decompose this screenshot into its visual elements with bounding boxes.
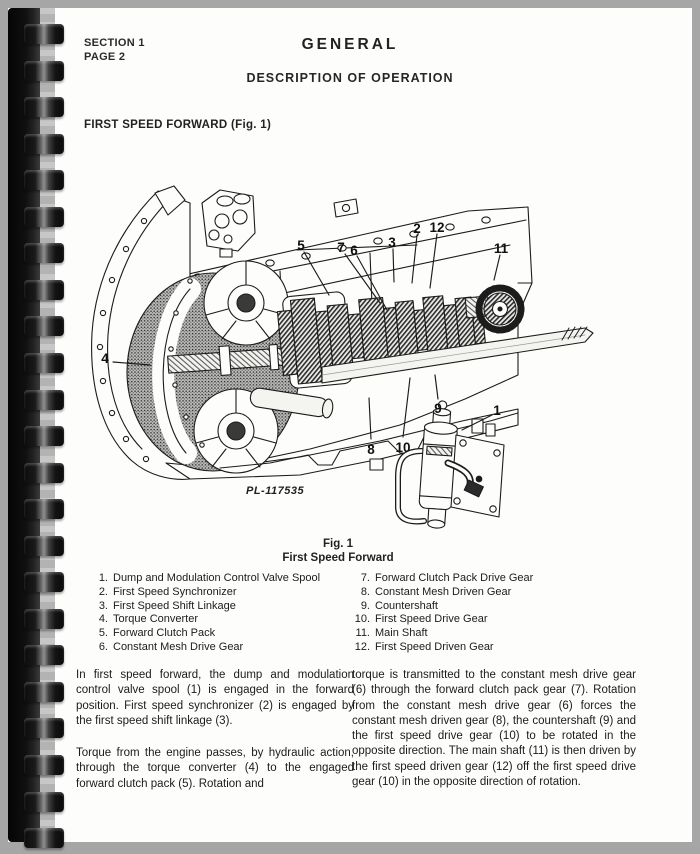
binding-tooth (24, 755, 64, 775)
binding-tooth (24, 462, 64, 483)
figure-caption-title: First Speed Forward (282, 552, 394, 564)
binding-tooth (24, 828, 64, 849)
figure-caption-number: Fig. 1 (322, 538, 354, 550)
callout-9: 9 (434, 401, 442, 416)
binding-tooth (24, 535, 64, 556)
legend-num: 10. (354, 613, 370, 626)
callout-8: 8 (367, 442, 375, 457)
legend-label: Forward Clutch Pack (113, 627, 216, 640)
callout-1: 1 (493, 403, 501, 418)
legend-num: 12. (354, 640, 370, 653)
legend-num: 3. (98, 599, 108, 612)
binding-tooth (24, 206, 64, 227)
callout-10: 10 (395, 440, 410, 455)
binding-tooth (24, 572, 64, 593)
callout-5: 5 (297, 238, 305, 253)
binding-tooth (24, 170, 64, 191)
callout-3: 3 (388, 235, 396, 250)
legend-num: 9. (360, 599, 370, 612)
legend-num: 8. (360, 585, 370, 598)
binding-tooth (24, 24, 64, 44)
legend-item: 11. Main Shaft (346, 627, 626, 641)
legend-item: 1. Dump and Modulation Control Valve Spoo… (84, 572, 344, 586)
legend-label: First Speed Driven Gear (375, 640, 494, 653)
legend-num: 2. (98, 585, 108, 598)
legend-item: 6. Constant Mesh Drive Gear (84, 641, 344, 655)
legend-item: 4. Torque Converter (84, 613, 344, 627)
binding-tooth (24, 389, 64, 410)
binding-tooth (24, 608, 64, 629)
legend-label: Torque Converter (113, 613, 198, 626)
legend-label: First Speed Synchronizer (113, 585, 237, 598)
legend-item: 2. First Speed Synchronizer (84, 586, 344, 600)
legend-num: 11. (355, 627, 370, 640)
legend-item: 12. First Speed Driven Gear (346, 641, 626, 655)
binding-tooth (24, 499, 64, 520)
legend-right-column: 7. Forward Clutch Pack Drive Gear 8. Const… (346, 572, 626, 655)
page-subtitle: DESCRIPTION OF OPERATION (246, 71, 454, 85)
binding-tooth (24, 681, 64, 702)
legend-item: 7. Forward Clutch Pack Drive Gear (346, 572, 626, 586)
binding-tooth (24, 316, 64, 337)
legend-num: 6. (98, 640, 108, 653)
legend-num: 1. (98, 572, 108, 584)
binding-tooth (24, 645, 64, 666)
topic-heading: FIRST SPEED FORWARD (Fig. 1) (84, 119, 272, 131)
legend-label: Main Shaft (375, 627, 428, 640)
transmission-cutaway-figure: 1 2 3 4 5 6 7 8 9 10 11 12 PL-117535 (91, 185, 594, 529)
legend-item: 5. Forward Clutch Pack (84, 627, 344, 641)
binding-tooth (24, 243, 64, 264)
binding-tooth (24, 791, 64, 812)
callout-7: 7 (337, 240, 345, 255)
page-label: PAGE 2 (84, 51, 126, 63)
binding-tooth (24, 60, 64, 81)
binding-tooth (24, 352, 64, 373)
page-title: GENERAL (301, 36, 399, 53)
body-text-right-column: torque is transmitted to the constant me… (352, 668, 636, 790)
callout-6: 6 (350, 243, 358, 258)
legend-label: First Speed Shift Linkage (113, 599, 236, 612)
binding-tooth (24, 97, 64, 118)
binding-tooth (24, 133, 64, 154)
legend-label: Constant Mesh Driven Gear (375, 585, 512, 598)
paragraph: Torque from the engine passes, by hydrau… (76, 747, 354, 790)
legend-item: 10. First Speed Drive Gear (346, 613, 626, 627)
legend-label: Countershaft (375, 599, 438, 612)
callout-2: 2 (413, 221, 421, 236)
paragraph: torque is transmitted to the constant me… (352, 669, 636, 789)
paragraph: In first speed forward, the dump and mod… (76, 669, 354, 727)
legend-item: 9. Countershaft (346, 600, 626, 614)
body-text-left-column: In first speed forward, the dump and mod… (76, 668, 354, 792)
legend-item: 3. First Speed Shift Linkage (84, 600, 344, 614)
legend-num: 7. (360, 572, 370, 584)
legend-item: 8. Constant Mesh Driven Gear (346, 586, 626, 600)
legend-num: 5. (98, 627, 108, 640)
callout-12: 12 (429, 220, 444, 235)
figure-caption: Fig. 1 First Speed Forward (8, 537, 668, 565)
binding-tooth (24, 279, 64, 300)
binding-tooth (24, 718, 64, 739)
legend-label: Forward Clutch Pack Drive Gear (375, 572, 534, 584)
legend-label: First Speed Drive Gear (375, 613, 488, 626)
section-label: SECTION 1 (84, 37, 145, 49)
legend-label: Constant Mesh Drive Gear (113, 640, 244, 653)
plate-number: PL-117535 (246, 485, 304, 497)
callout-4: 4 (101, 351, 109, 366)
legend-label: Dump and Modulation Control Valve Spool (113, 572, 321, 584)
legend-num: 4. (98, 613, 108, 626)
callout-11: 11 (494, 241, 509, 256)
section-page-label: SECTION 1 PAGE 2 (84, 36, 145, 64)
legend-left-column: 1. Dump and Modulation Control Valve Spoo… (84, 572, 344, 655)
binding-tooth (24, 426, 64, 447)
